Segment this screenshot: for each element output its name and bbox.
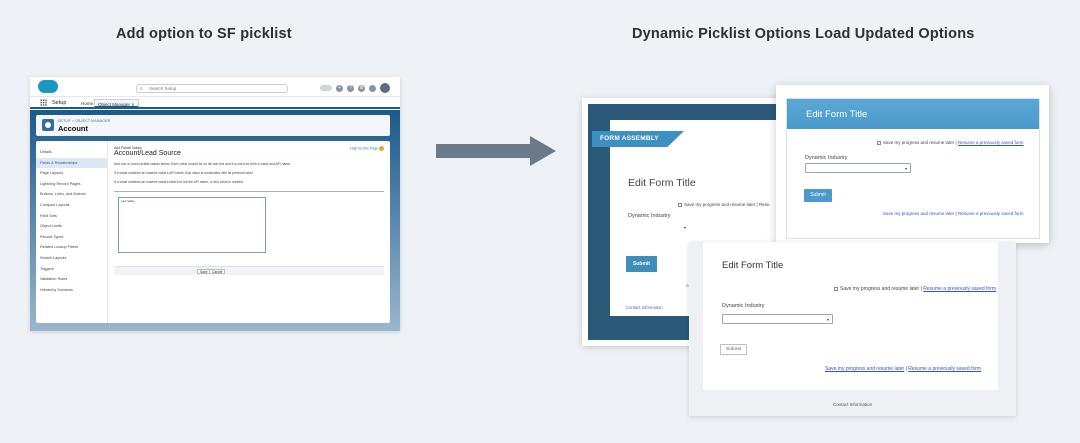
sidebar-item[interactable]: Search Layouts — [40, 255, 67, 260]
text-fragment: S — [686, 283, 689, 288]
breadcrumb[interactable]: SETUP > OBJECT MANAGER — [58, 119, 111, 123]
divider — [114, 191, 384, 192]
avatar[interactable] — [380, 83, 390, 93]
field-label: Dynamic Industry — [805, 155, 848, 161]
sf-top-bar: ⌕ Search Setup + ? ⚙ — [30, 77, 400, 97]
bottom-links: Save my progress and resume later | Resu… — [825, 366, 981, 372]
resume-link[interactable]: Resume a previously saved form — [957, 140, 1024, 145]
gear-icon[interactable]: ⚙ — [358, 84, 365, 92]
sidebar-item[interactable]: Lightning Record Pages — [40, 181, 81, 186]
checkbox-icon[interactable] — [834, 286, 838, 291]
right-heading: Dynamic Picklist Options Load Updated Op… — [632, 26, 975, 42]
resume-link[interactable]: Resume a previously saved form — [957, 211, 1024, 216]
page-title: Account/Lead Source — [114, 150, 181, 157]
toggle-icon[interactable] — [320, 85, 332, 91]
instruction-3: If a value matches an inactive value's l… — [114, 180, 244, 184]
submit-button[interactable]: Submit — [626, 256, 657, 272]
save-progress-link[interactable]: Save my progress and resume later — [883, 211, 955, 216]
object-icon — [42, 119, 54, 131]
contact-info: Contact Information — [626, 305, 663, 310]
search-icon: ⌕ — [140, 86, 143, 92]
form-card: Edit Form Title Save my progress and res… — [786, 98, 1040, 239]
tab-object-manager[interactable]: Object Manager ∨ — [94, 99, 139, 108]
submit-button[interactable]: Submit — [720, 344, 747, 355]
object-title: Account — [58, 124, 88, 133]
form-bottom-screenshot: Edit Form Title Save my progress and res… — [689, 242, 1016, 416]
app-launcher-icon[interactable] — [40, 99, 47, 106]
page-subtitle: Add Picklist Values — [114, 146, 142, 150]
link-separator: | — [954, 211, 958, 216]
sidebar-item[interactable]: Validation Rules — [40, 277, 68, 282]
picklist-content: Help for this Page Add Picklist Values A… — [112, 141, 388, 323]
formassembly-banner: FORM ASSEMBLY — [592, 131, 684, 147]
save-progress-checkbox[interactable]: Save my progress and resume later | Resu — [678, 202, 769, 207]
save-progress-checkbox[interactable]: Save my progress and resume later | Resu… — [834, 286, 996, 292]
sidebar-item[interactable]: Fields & Relationships — [36, 157, 107, 169]
chevron-down-icon: ▾ — [826, 317, 829, 322]
bell-icon[interactable] — [369, 84, 376, 92]
chevron-down-icon[interactable]: ▾ — [684, 225, 687, 230]
help-circle-icon — [379, 146, 384, 151]
salesforce-cloud-logo-icon[interactable] — [38, 80, 58, 93]
sidebar-item[interactable]: Triggers — [40, 266, 54, 271]
setup-search-input[interactable]: ⌕ Search Setup — [136, 84, 288, 93]
sidebar-item[interactable]: Page Layouts — [40, 171, 64, 176]
form-title: Edit Form Title — [787, 99, 1039, 129]
sidebar-item[interactable]: Details — [40, 150, 52, 154]
sidebar-item[interactable]: Compact Layouts — [40, 202, 70, 207]
resume-link[interactable]: Resume a previously saved form — [923, 286, 997, 292]
form-top-screenshot: Edit Form Title Save my progress and res… — [776, 85, 1049, 243]
resume-link[interactable]: Resume a previously saved form — [908, 366, 982, 372]
submit-button[interactable]: Submit — [804, 189, 832, 202]
chevron-down-icon: ▾ — [904, 166, 907, 171]
help-link[interactable]: Help for this Page — [350, 146, 384, 151]
left-heading: Add option to SF picklist — [116, 26, 292, 42]
tab-home[interactable]: Home — [81, 101, 94, 106]
form-title: Edit Form Title — [722, 260, 784, 271]
sidebar-item[interactable]: Record Types — [40, 234, 64, 239]
checkbox-icon[interactable] — [877, 140, 881, 145]
search-placeholder: Search Setup — [149, 86, 177, 91]
object-header: SETUP > OBJECT MANAGER Account — [36, 115, 390, 136]
instruction-1: Add one or more picklist values below. E… — [114, 162, 291, 166]
form-title: Edit Form Title — [628, 177, 696, 189]
sidebar-item[interactable]: Object Limits — [40, 224, 62, 229]
save-progress-link[interactable]: Save my progress and resume later — [825, 366, 905, 372]
link-separator: | — [904, 366, 909, 372]
sf-nav-bar: Setup Home Object Manager ∨ — [30, 97, 400, 109]
save-progress-checkbox[interactable]: Save my progress and resume later | Resu… — [877, 140, 1024, 145]
form-card: Edit Form Title Save my progress and res… — [703, 242, 998, 390]
instruction-2: If a value matches an inactive value's A… — [114, 171, 254, 175]
dynamic-industry-select[interactable]: ▾ — [722, 314, 833, 324]
picklist-values-textarea[interactable]: Law Value — [118, 197, 266, 253]
sidebar-item[interactable]: Related Lookup Filters — [40, 245, 78, 250]
sidebar-item[interactable]: Buttons, Links, and Actions — [40, 192, 86, 197]
cancel-button[interactable]: Cancel — [209, 269, 226, 274]
sf-header-icons: + ? ⚙ — [320, 83, 390, 93]
salesforce-screenshot: ⌕ Search Setup + ? ⚙ Setup Home Object M… — [30, 77, 400, 331]
field-label: Dynamic Industry — [628, 213, 671, 219]
sidebar-item[interactable]: Field Sets — [40, 213, 57, 218]
dynamic-industry-select[interactable]: ▾ — [805, 163, 911, 173]
app-name: Setup — [52, 100, 67, 106]
bottom-links: Save my progress and resume later | Resu… — [883, 211, 1024, 216]
help-icon[interactable]: ? — [347, 84, 354, 92]
add-icon[interactable]: + — [336, 84, 343, 92]
right-arrow-icon — [436, 136, 556, 166]
sidebar-item[interactable]: Hierarchy Solutions — [40, 287, 73, 292]
field-label: Dynamic Industry — [722, 303, 765, 309]
checkbox-icon[interactable] — [678, 202, 682, 207]
button-bar: Save Cancel — [114, 266, 384, 275]
contact-info: Contact Information — [832, 402, 873, 407]
